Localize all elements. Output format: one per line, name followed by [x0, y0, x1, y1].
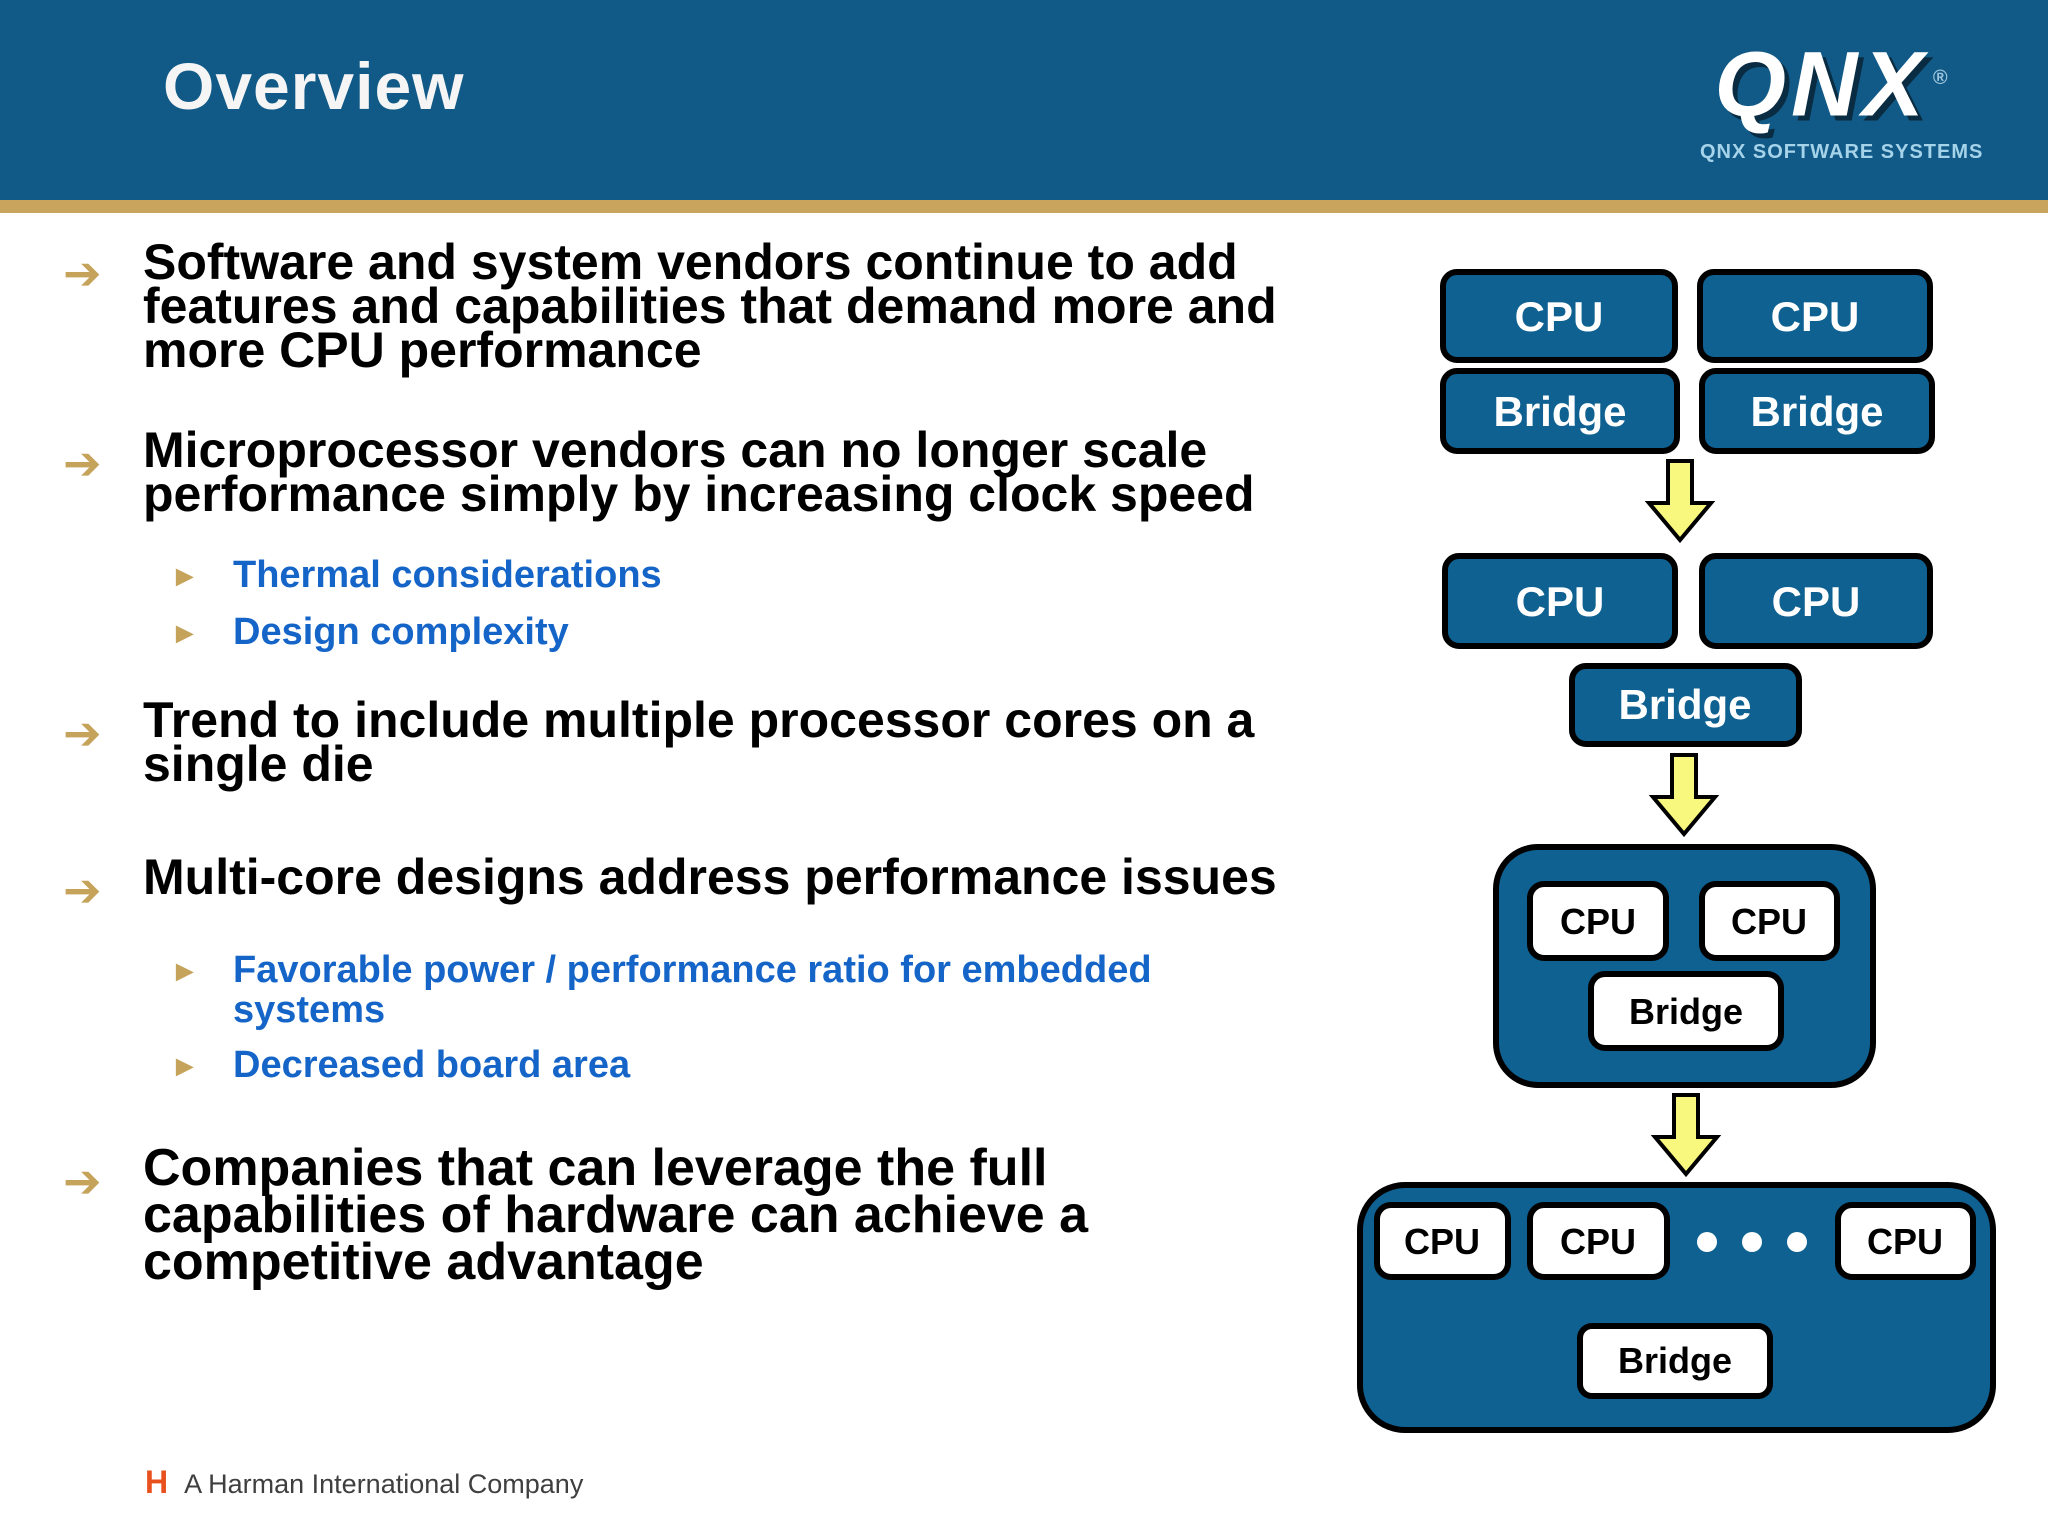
cpu-box-label: CPU — [1731, 901, 1807, 942]
bullet-line: more CPU performance — [143, 322, 702, 378]
cpu-box-label: CPU — [1560, 1221, 1636, 1262]
bullet-arrow-icon: ➔ — [63, 1155, 102, 1207]
bullet-line: Trend to include multiple processor core… — [143, 692, 1255, 748]
cpu-box — [1374, 1202, 1511, 1280]
cpu-box — [1699, 881, 1840, 961]
bullet-line: performance simply by increasing clock s… — [143, 466, 1255, 522]
bullet-item: Microprocessor vendors can no longer sca… — [0, 422, 1330, 522]
bridge-box-label: Bridge — [1618, 681, 1751, 728]
sub-bullet-item: Favorable power / performance ratio for … — [0, 950, 1330, 1030]
qnx-brand-text: QNX — [1714, 33, 1929, 136]
bullet-arrow-icon: ➔ — [63, 864, 102, 916]
down-arrow-icon — [1648, 753, 1720, 838]
bullet-line: systems — [233, 989, 386, 1031]
down-arrow-icon — [1644, 459, 1716, 544]
qnx-tagline: QNX SOFTWARE SYSTEMS — [1700, 140, 1984, 163]
bullet-item: Software and system vendors continue to … — [0, 234, 1330, 378]
bullet-line: competitive advantage — [143, 1233, 704, 1291]
bullet-line: Multi-core designs address performance i… — [143, 849, 1277, 905]
cpu-box — [1697, 269, 1933, 363]
qnx-logo: QNX® QNX SOFTWARE SYSTEMS — [1700, 32, 1984, 164]
cpu-box — [1699, 553, 1933, 649]
page-title: Overview — [163, 49, 465, 123]
harman-logo-icon: H — [145, 1464, 169, 1500]
qnx-wordmark: QNX® — [1700, 32, 1962, 131]
sub-bullet-item: Decreased board area — [0, 1045, 1330, 1085]
sub-bullet-triangle-icon: ► — [170, 1050, 200, 1083]
sub-bullet-triangle-icon: ► — [170, 955, 200, 988]
bridge-box-label: Bridge — [1750, 388, 1883, 435]
bullet-line: Companies that can leverage the full — [143, 1139, 1048, 1197]
sub-bullet-item: Thermal considerations — [0, 555, 1330, 595]
cpu-box-label: CPU — [1404, 1221, 1480, 1262]
slide-header: Overview QNX® QNX SOFTWARE SYSTEMS — [0, 0, 2048, 200]
bullet-line: single die — [143, 736, 374, 792]
diagram-stage-many-core-die: CPU CPU CPU Bridge — [1357, 1182, 1996, 1433]
bridge-box-label: Bridge — [1618, 1340, 1732, 1381]
bridge-box — [1588, 971, 1784, 1051]
footer-text: A Harman International Company — [184, 1469, 584, 1499]
bullet-line: capabilities of hardware can achieve a — [143, 1186, 1089, 1244]
bridge-box — [1577, 1323, 1773, 1399]
die-container — [1357, 1182, 1996, 1433]
registered-mark-icon: ® — [1932, 67, 1948, 89]
footer: H A Harman International Company — [145, 1464, 583, 1501]
bridge-box — [1569, 663, 1802, 747]
cpu-box-label: CPU — [1771, 293, 1860, 340]
gold-divider — [0, 200, 2048, 213]
down-arrow-icon — [1650, 1093, 1722, 1178]
sub-bullet-triangle-icon: ► — [170, 617, 200, 650]
cpu-box — [1442, 553, 1678, 649]
bridge-box-label: Bridge — [1629, 991, 1743, 1032]
bridge-box-label: Bridge — [1493, 388, 1626, 435]
cpu-box-label: CPU — [1515, 293, 1604, 340]
cpu-box-label: CPU — [1516, 578, 1605, 625]
sub-bullet-item: Design complexity — [0, 612, 1330, 652]
bullet-item: Companies that can leverage the full cap… — [0, 1139, 1330, 1291]
ellipsis-dot-icon — [1742, 1232, 1762, 1252]
bullet-arrow-icon: ➔ — [63, 707, 102, 759]
cpu-box — [1835, 1202, 1976, 1280]
bullet-line: Favorable power / performance ratio for … — [233, 949, 1152, 991]
cpu-box-label: CPU — [1867, 1221, 1943, 1262]
ellipsis-dot-icon — [1697, 1232, 1717, 1252]
cpu-box — [1440, 269, 1678, 363]
bridge-box — [1699, 368, 1935, 454]
bullet-line: Microprocessor vendors can no longer sca… — [143, 422, 1208, 478]
bridge-box — [1440, 368, 1680, 454]
bullet-line: Decreased board area — [233, 1044, 631, 1086]
bullet-item: Trend to include multiple processor core… — [0, 692, 1330, 792]
diagram-stage-dual-core-die: CPU CPU Bridge — [1493, 844, 1876, 1088]
bullet-arrow-icon: ➔ — [63, 437, 102, 489]
diagram-stage-discrete-cpus: CPU CPU Bridge Bridge — [1440, 269, 1935, 454]
bullet-line: Software and system vendors continue to … — [143, 234, 1238, 290]
bullet-line: features and capabilities that demand mo… — [143, 278, 1277, 334]
ellipsis-dot-icon — [1787, 1232, 1807, 1252]
cpu-box-label: CPU — [1772, 578, 1861, 625]
diagram-stage-shared-bridge: CPU CPU Bridge — [1442, 553, 1933, 747]
bullet-arrow-icon: ➔ — [63, 247, 102, 299]
bullet-item: Multi-core designs address performance i… — [0, 849, 1330, 905]
sub-bullet-triangle-icon: ► — [170, 560, 200, 593]
bullet-line: Thermal considerations — [233, 554, 662, 596]
cpu-box — [1527, 881, 1669, 961]
bullet-line: Design complexity — [233, 611, 569, 653]
cpu-box — [1527, 1202, 1670, 1280]
cpu-box-label: CPU — [1560, 901, 1636, 942]
